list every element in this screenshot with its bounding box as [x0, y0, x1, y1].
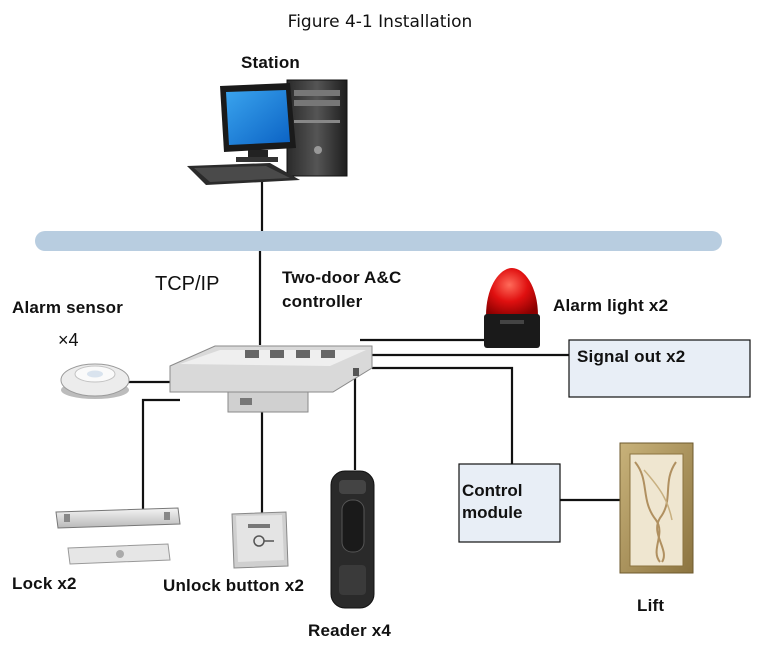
alarm-sensor-count: ×4	[58, 330, 79, 350]
two-door-controller-device	[169, 345, 373, 413]
control-module-label-line2: module	[462, 503, 523, 522]
card-reader-icon	[330, 470, 375, 609]
reader-label: Reader x4	[308, 621, 392, 640]
controller-label-line2: controller	[282, 292, 363, 311]
signal-out-box	[568, 339, 751, 398]
signal-out-label: Signal out x2	[577, 347, 686, 366]
controller-label-line1: Two-door A&C	[282, 268, 402, 287]
station-computer-icon	[187, 79, 348, 185]
lock-label: Lock x2	[12, 574, 77, 593]
wiring	[128, 175, 622, 520]
lift-label: Lift	[637, 596, 665, 615]
network-label: TCP/IP	[155, 273, 220, 295]
alarm-sensor-label: Alarm sensor	[12, 298, 124, 317]
lift-door-icon	[619, 442, 694, 574]
magnetic-lock-icon	[55, 507, 181, 565]
figure-title: Figure 4-1 Installation	[287, 12, 473, 32]
alarm-light-label: Alarm light x2	[553, 296, 669, 315]
station-label: Station	[241, 53, 301, 72]
network-bus	[35, 231, 722, 251]
alarm-light-icon	[484, 268, 540, 348]
unlock-button-label: Unlock button x2	[163, 576, 305, 595]
control-module-box	[458, 463, 561, 543]
control-module-label-line1: Control	[462, 481, 523, 500]
alarm-sensor-icon	[60, 363, 130, 399]
unlock-button-icon	[231, 511, 289, 569]
